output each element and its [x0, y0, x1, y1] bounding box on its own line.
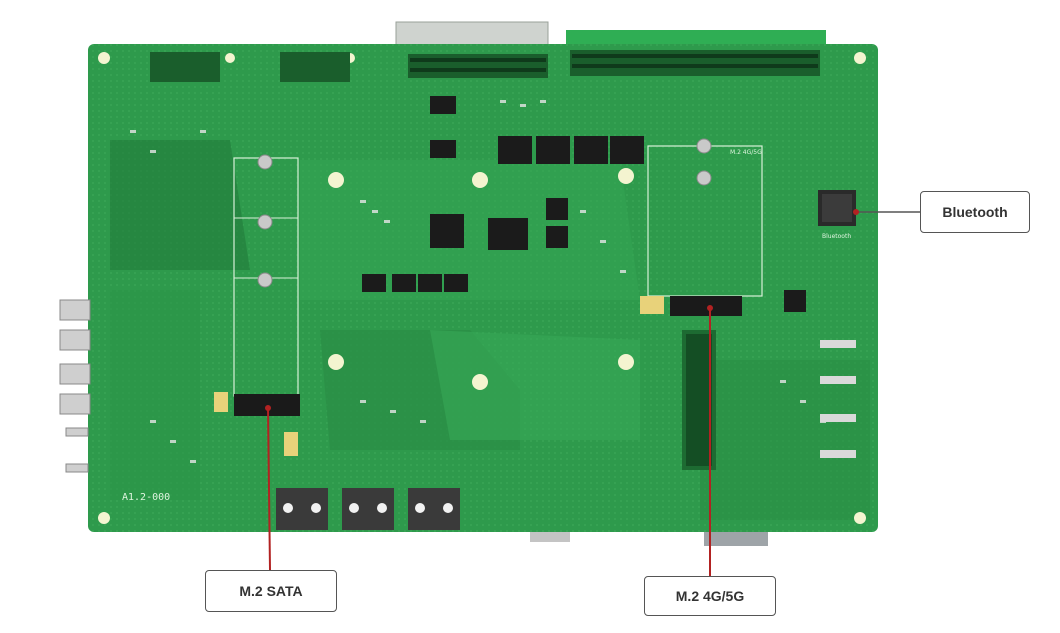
m2-4g5g-callout: M.2 4G/5G	[644, 576, 776, 616]
m2-4g5g-callout-label: M.2 4G/5G	[675, 588, 745, 604]
board-version-text: A1.2-000	[122, 492, 170, 503]
bluetooth-callout: Bluetooth	[920, 191, 1030, 233]
top-connector-grey	[395, 21, 549, 47]
top-terminal-blocks	[566, 30, 826, 48]
slot-silkscreen-label: M.2 4G/5G	[730, 149, 762, 156]
bluetooth-callout-label: Bluetooth	[942, 204, 1008, 220]
m2-sata-callout-label: M.2 SATA	[239, 583, 303, 599]
left-ports	[59, 299, 91, 473]
m2-sata-connector	[234, 394, 300, 416]
m2-sata-callout: M.2 SATA	[205, 570, 337, 612]
chips	[362, 96, 806, 312]
m2-4g5g-connector	[670, 296, 742, 316]
sata-leader-line	[267, 407, 271, 571]
module-silkscreen-label: Bluetooth	[822, 233, 851, 240]
